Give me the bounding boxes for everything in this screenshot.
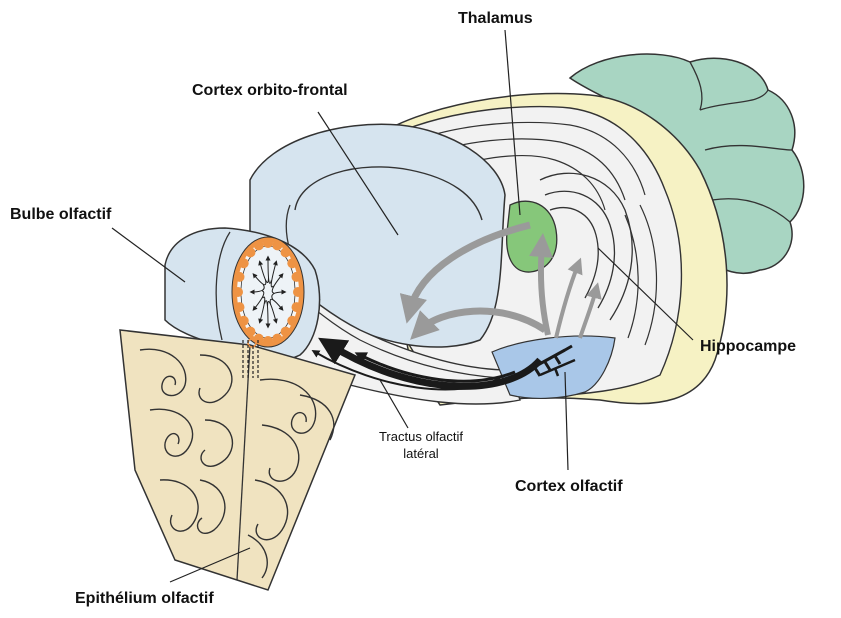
glomerulus — [293, 287, 303, 297]
glomerulus — [233, 287, 243, 297]
glomerulus — [287, 316, 297, 326]
glomerulus — [254, 240, 264, 250]
label-tractus-olfactif-lateral: Tractus olfactif latéral — [366, 428, 476, 462]
glomerulus — [272, 334, 282, 344]
glomerulus — [292, 302, 302, 312]
label-epithelium-olfactif: Epithélium olfactif — [75, 590, 214, 608]
glomerulus — [263, 238, 273, 248]
label-bulbe-olfactif: Bulbe olfactif — [10, 206, 111, 224]
label-thalamus: Thalamus — [458, 10, 533, 28]
label-tractus-line1: Tractus olfactif — [366, 428, 476, 445]
glomerulus — [281, 327, 291, 337]
label-tractus-line2: latéral — [366, 445, 476, 462]
glomerulus — [272, 240, 282, 250]
glomerulus — [239, 316, 249, 326]
glomerulus — [245, 327, 255, 337]
glomerulus — [287, 258, 297, 268]
glomerulus — [235, 272, 245, 282]
olfactory-epithelium — [120, 330, 355, 590]
glomerulus — [263, 336, 273, 346]
glomerulus — [292, 272, 302, 282]
glomerulus — [281, 247, 291, 257]
label-cortex-orbito-frontal: Cortex orbito-frontal — [192, 82, 348, 100]
glomerulus — [239, 258, 249, 268]
glomerulus — [235, 302, 245, 312]
glomerulus — [245, 247, 255, 257]
label-cortex-olfactif: Cortex olfactif — [515, 478, 623, 496]
label-hippocampe: Hippocampe — [700, 338, 796, 356]
